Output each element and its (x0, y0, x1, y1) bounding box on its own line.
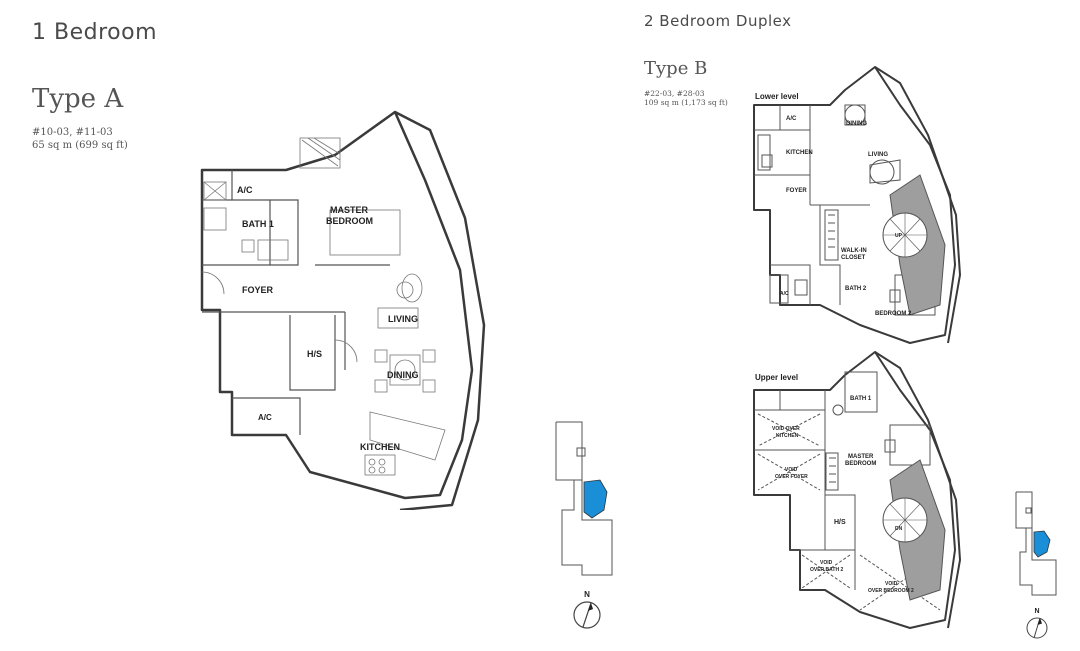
type-b-meta: #22-03, #28-03 109 sq m (1,173 sq ft) (644, 89, 728, 108)
type-b-area: 109 sq m (1,173 sq ft) (644, 98, 728, 108)
type-b-lower-level-plan: A/C DINING KITCHEN LIVING FOYER UP WALK-… (753, 66, 961, 344)
lower-label-dining: DINING (846, 121, 867, 127)
lower-label-ac: A/C (786, 116, 797, 122)
type-a-title: Type A (32, 84, 124, 114)
section-heading-1-bedroom: 1 Bedroom (32, 20, 157, 45)
room-label-ac-2: A/C (258, 413, 272, 422)
type-a-meta: #10-03, #11-03 65 sq m (699 sq ft) (32, 127, 128, 152)
room-label-living: LIVING (388, 314, 418, 324)
upper-label-void-bedroom-1: VOID (885, 581, 898, 587)
type-b-units: #22-03, #28-03 (644, 89, 705, 98)
lower-label-up: UP (895, 233, 903, 239)
lower-label-living: LIVING (868, 152, 888, 158)
type-b-key-plan (1015, 491, 1057, 596)
upper-label-void-foyer-2: OVER FOYER (775, 474, 808, 480)
lower-label-bath-2: BATH 2 (845, 286, 867, 292)
type-a-key-plan (555, 421, 613, 576)
type-b-title: Type B (644, 58, 708, 79)
type-b-upper-level-plan: BATH 1 VOID OVER KITCHEN MASTER BEDROOM … (753, 351, 961, 629)
upper-label-bath-1: BATH 1 (850, 396, 872, 402)
room-label-bath-1: BATH 1 (242, 219, 274, 229)
upper-level-title: Upper level (755, 373, 799, 382)
upper-label-void-bedroom-2: OVER BEDROOM 2 (868, 588, 914, 594)
room-label-dining: DINING (387, 370, 419, 380)
type-b-unit-highlight (1033, 530, 1051, 558)
north-label-a: N (584, 590, 590, 599)
type-a-floor-plan: A/C BATH 1 MASTER BEDROOM FOYER LIVING H… (200, 110, 486, 510)
north-label-b: N (1034, 608, 1040, 615)
compass-icon (573, 601, 601, 629)
upper-label-void-bath-1: VOID (820, 560, 833, 566)
room-label-master-2: BEDROOM (326, 216, 373, 226)
upper-label-master-2: BEDROOM (845, 461, 876, 467)
section-heading-2-bedroom-duplex: 2 Bedroom Duplex (644, 12, 792, 30)
type-a-area: 65 sq m (699 sq ft) (32, 139, 128, 151)
upper-label-void-kitchen-1: VOID OVER (772, 426, 800, 432)
lower-label-foyer: FOYER (786, 188, 807, 194)
room-label-ac: A/C (237, 185, 253, 195)
type-a-fixtures (201, 137, 446, 476)
upper-label-void-bath-2: OVER BATH 2 (810, 567, 843, 573)
upper-label-void-foyer-1: VOID (785, 467, 798, 473)
upper-label-master-1: MASTER (848, 454, 874, 460)
room-label-hs: H/S (307, 349, 322, 359)
upper-label-hs: H/S (834, 519, 846, 526)
lower-label-kitchen: KITCHEN (786, 150, 813, 156)
type-a-inner-walls (202, 170, 390, 435)
type-a-north-compass: N (571, 590, 603, 635)
type-a-unit-highlight (583, 479, 608, 519)
lower-label-ac-2: A/C (780, 291, 789, 297)
room-label-foyer: FOYER (242, 285, 274, 295)
type-b-north-compass: N (1024, 608, 1050, 645)
type-a-units: #10-03, #11-03 (32, 127, 113, 138)
compass-icon (1026, 617, 1048, 639)
upper-label-void-kitchen-2: KITCHEN (776, 433, 799, 439)
upper-label-dn: DN (895, 526, 903, 532)
lower-label-bedroom-2: BEDROOM 2 (875, 311, 912, 317)
type-a-outer-walls (200, 110, 486, 510)
lower-level-title: Lower level (755, 92, 799, 101)
lower-label-walkin-1: WALK-IN (841, 248, 867, 254)
room-label-kitchen: KITCHEN (360, 442, 400, 452)
room-label-master-1: MASTER (330, 205, 369, 215)
lower-label-walkin-2: CLOSET (841, 255, 866, 261)
